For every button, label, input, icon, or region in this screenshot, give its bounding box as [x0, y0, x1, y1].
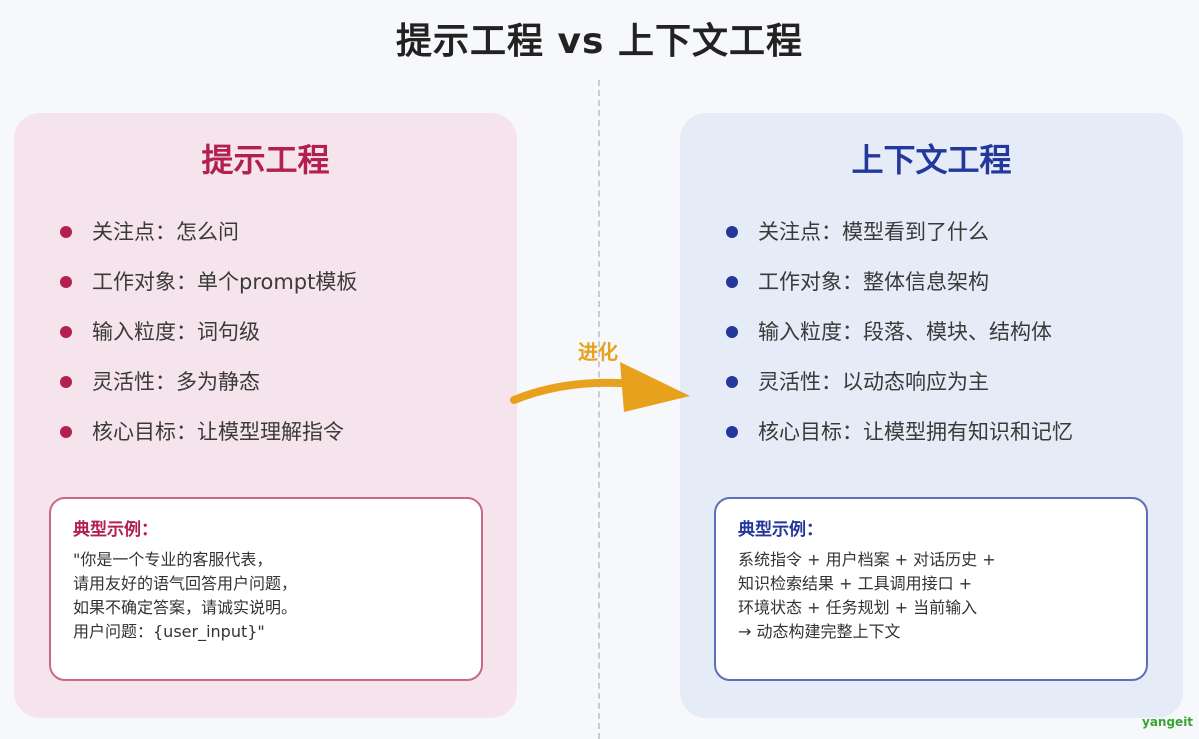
bullet-dot-icon — [60, 326, 72, 338]
evolution-arrow-icon — [510, 362, 690, 412]
arrow-label: 进化 — [578, 340, 618, 364]
bullet-text: 工作对象：整体信息架构 — [758, 270, 989, 294]
watermark: yangeit — [1142, 715, 1194, 729]
bullet-item: 关注点：怎么问 — [56, 211, 357, 261]
bullet-dot-icon — [60, 426, 72, 438]
example-line: 用户问题：{user_input}" — [73, 622, 265, 641]
example-line: 环境状态 + 任务规划 + 当前输入 — [738, 598, 978, 617]
example-line: 如果不确定答案，请诚实说明。 — [73, 598, 298, 617]
example-box: 典型示例： "你是一个专业的客服代表， 请用友好的语气回答用户问题， 如果不确定… — [49, 497, 483, 681]
example-title: 典型示例： — [738, 520, 823, 540]
bullet-item: 工作对象：单个prompt模板 — [56, 261, 357, 311]
bullet-text: 灵活性：以动态响应为主 — [758, 370, 989, 394]
panel-title: 提示工程 — [201, 141, 330, 179]
center-divider — [598, 80, 600, 739]
example-line: 知识检索结果 + 工具调用接口 + — [738, 574, 973, 593]
prompt-engineering-panel: 提示工程 关注点：怎么问 工作对象：单个prompt模板 输入粒度：词句级 灵活… — [14, 113, 517, 718]
example-line: "你是一个专业的客服代表， — [73, 550, 273, 569]
example-line: 系统指令 + 用户档案 + 对话历史 + — [738, 550, 996, 569]
bullet-dot-icon — [726, 226, 738, 238]
bullet-item: 输入粒度：段落、模块、结构体 — [722, 311, 1073, 361]
example-line: → 动态构建完整上下文 — [738, 622, 901, 641]
bullet-item: 灵活性：以动态响应为主 — [722, 361, 1073, 411]
panel-title: 上下文工程 — [851, 141, 1012, 179]
bullet-text: 输入粒度：词句级 — [92, 320, 260, 344]
page-title: 提示工程 vs 上下文工程 — [396, 21, 803, 62]
bullet-item: 灵活性：多为静态 — [56, 361, 357, 411]
bullet-dot-icon — [726, 276, 738, 288]
bullet-dot-icon — [726, 326, 738, 338]
bullet-text: 核心目标：让模型拥有知识和记忆 — [758, 420, 1073, 444]
example-title: 典型示例： — [73, 520, 158, 540]
bullet-dot-icon — [726, 376, 738, 388]
bullet-dot-icon — [726, 426, 738, 438]
bullet-item: 核心目标：让模型拥有知识和记忆 — [722, 411, 1073, 461]
bullet-text: 灵活性：多为静态 — [92, 370, 260, 394]
bullet-text: 工作对象：单个prompt模板 — [92, 270, 358, 294]
bullet-list: 关注点：怎么问 工作对象：单个prompt模板 输入粒度：词句级 灵活性：多为静… — [56, 211, 357, 461]
context-engineering-panel: 上下文工程 关注点：模型看到了什么 工作对象：整体信息架构 输入粒度：段落、模块… — [680, 113, 1183, 718]
bullet-item: 输入粒度：词句级 — [56, 311, 357, 361]
bullet-list: 关注点：模型看到了什么 工作对象：整体信息架构 输入粒度：段落、模块、结构体 灵… — [722, 211, 1073, 461]
example-line: 请用友好的语气回答用户问题， — [73, 574, 298, 593]
bullet-text: 输入粒度：段落、模块、结构体 — [758, 320, 1052, 344]
bullet-dot-icon — [60, 276, 72, 288]
bullet-dot-icon — [60, 226, 72, 238]
bullet-item: 关注点：模型看到了什么 — [722, 211, 1073, 261]
bullet-dot-icon — [60, 376, 72, 388]
bullet-text: 关注点：模型看到了什么 — [758, 220, 989, 244]
bullet-text: 关注点：怎么问 — [92, 220, 239, 244]
bullet-item: 工作对象：整体信息架构 — [722, 261, 1073, 311]
bullet-text: 核心目标：让模型理解指令 — [92, 420, 344, 444]
bullet-item: 核心目标：让模型理解指令 — [56, 411, 357, 461]
example-box: 典型示例： 系统指令 + 用户档案 + 对话历史 + 知识检索结果 + 工具调用… — [714, 497, 1148, 681]
